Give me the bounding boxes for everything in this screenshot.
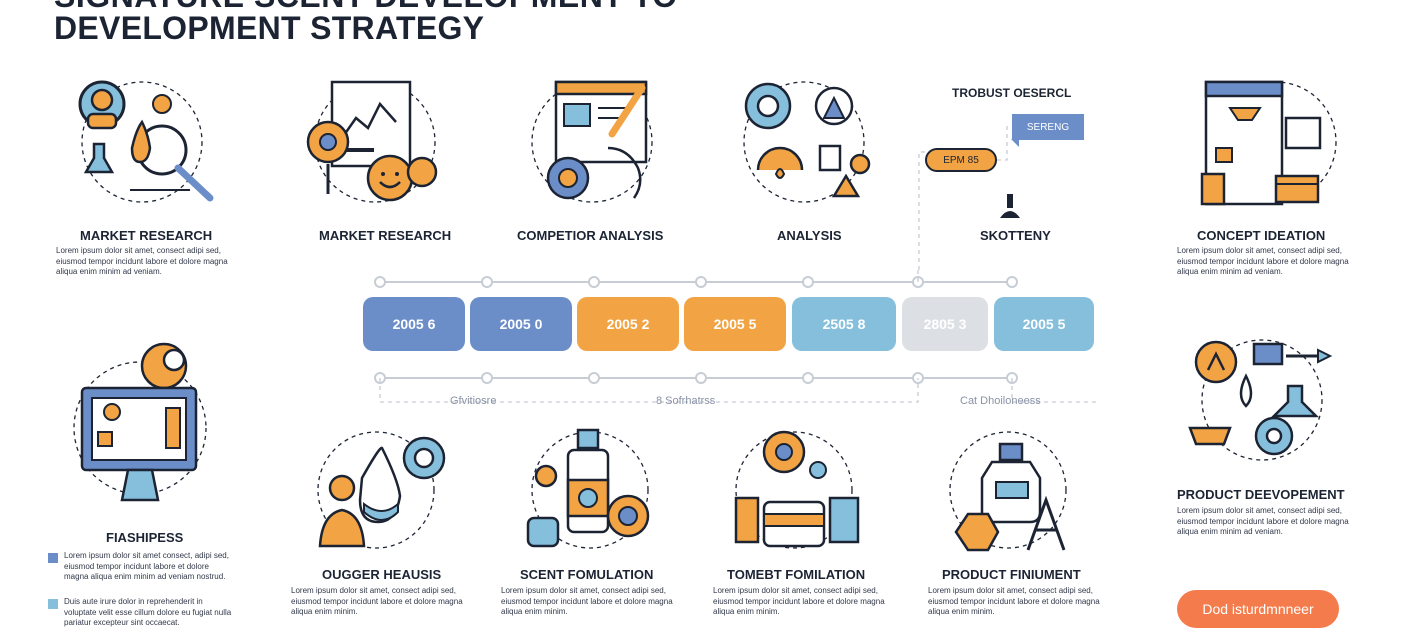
legend-text-2: Duis aute irure dolor in reprehenderit i… [64,597,232,627]
perfume-bottle-icon [520,426,670,561]
timeline-caption-1: Gfvitiosre [450,395,497,407]
stage-desc-tomebt-fomilation: Lorem ipsum dolor sit amet, consect adip… [713,586,885,616]
browser-analysis-icon [528,78,678,213]
timeline-pill-3[interactable]: 2005 2 [577,297,679,351]
timeline-pill-1[interactable]: 2005 6 [363,297,465,351]
gears-analysis-icon [738,78,888,213]
pin-icon [996,192,1024,227]
stage-label-analysis: ANALYSIS [777,228,842,243]
timeline-pill-2[interactable]: 2005 0 [470,297,572,351]
stage-label-market-research-2: MARKET RESEARCH [319,228,452,243]
stage-label-fiaships: FIASHIPESS [106,530,184,545]
concept-board-icon [1190,78,1340,213]
market-research-icon [70,78,220,213]
annotation-badge-orange: EPM 85 [925,148,997,172]
page-title-line1: SIGNATURE SCENT DEVELOPMENT TO [54,0,678,15]
stage-desc-market-research: Lorem ipsum dolor sit amet, consect adip… [56,246,228,276]
lab-equipment-icon [1186,336,1336,471]
stage-desc-product-deevopement: Lorem ipsum dolor sit amet, consect adip… [1177,506,1349,536]
stage-desc-scent-fomulation: Lorem ipsum dolor sit amet, consect adip… [501,586,673,616]
cta-button[interactable]: Dod isturdmnneer [1177,590,1339,628]
legend-swatch-lightblue [48,599,58,609]
formulation-jars-icon [730,426,880,561]
annotation-heading: TROBUST OESERCL [952,86,1072,100]
stage-label-product-finiument: PRODUCT FINIUMENT [942,567,1081,582]
stage-desc-ougger-heausis: Lorem ipsum dolor sit amet, consect adip… [291,586,463,616]
stage-desc-concept-ideation: Lorem ipsum dolor sit amet, consect adip… [1177,246,1349,276]
report-chart-icon [300,78,450,213]
stage-label-ougger-heausis: OUGGER HEAUSIS [322,567,442,582]
timeline-caption-3: Cat Dhoiloneess [960,395,1041,407]
stage-label-scent-fomulation: SCENT FOMULATION [520,567,654,582]
timeline-connectors [360,164,1100,415]
annotation-badge-blue: SERENG [1012,114,1084,140]
timeline-pill-4[interactable]: 2005 5 [684,297,786,351]
timeline-caption-2: 8 Sofrhatrss [656,395,716,407]
stage-label-tomebt-fomilation: TOMEBT FOMILATION [727,567,866,582]
product-bottle-icon [944,426,1094,561]
stage-label-market-research: MARKET RESEARCH [80,228,213,243]
stage-desc-product-finiument: Lorem ipsum dolor sit amet, consect adip… [928,586,1100,616]
monitor-icon [70,340,220,515]
stage-label-product-deevopement: PRODUCT DEEVOPEMENT [1177,487,1345,502]
timeline-pill-5[interactable]: 2505 8 [792,297,896,351]
stage-label-skotteny: SKOTTENY [980,228,1051,243]
annotation-connectors [915,110,1095,275]
legend-text-1: Lorem ipsum dolor sit amet consect, adip… [64,551,229,581]
legend-swatch-blue [48,553,58,563]
researcher-icon [310,426,460,561]
stage-label-concept-ideation: CONCEPT IDEATION [1197,228,1326,243]
timeline-pill-6[interactable]: 2805 3 [902,297,988,351]
stage-label-competitor-analysis: COMPETIOR ANALYSIS [517,228,664,243]
page-title: DEVELOPMENT STRATEGY [54,10,485,46]
timeline-pill-7[interactable]: 2005 5 [994,297,1094,351]
